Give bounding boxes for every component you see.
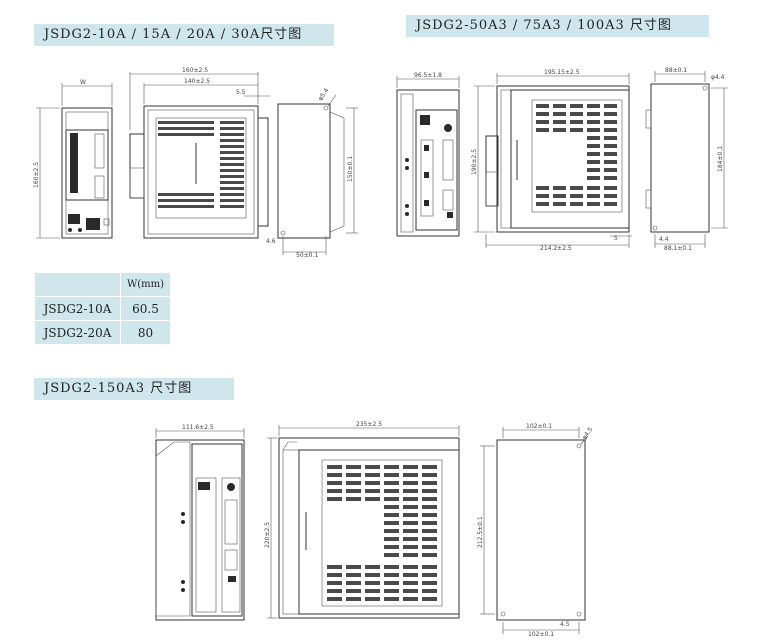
width-table-w: 80 [119, 320, 172, 345]
dim-c-w: 111.6±2.5 [182, 424, 214, 431]
side-view-a: 160±2.5 140±2.5 5.5 [129, 67, 270, 239]
dim-b-w: 96.5±1.8 [414, 72, 442, 79]
dim-a-mount-w: 50±0.1 [296, 252, 318, 259]
front-view-a: W 160±2.5 [33, 79, 113, 239]
dim-c-mount-top: 102±0.1 [526, 423, 552, 430]
drawing-series-c: 111.6±2.5 [155, 421, 594, 638]
table-row: JSDG2-20A 80 [34, 320, 172, 345]
dim-a-small: 5.5 [236, 89, 246, 96]
side-view-c: 235±2.5 220±2.5 [264, 421, 460, 619]
dim-b-hole: φ4.4 [711, 74, 725, 81]
banner-series-b: JSDG2-50A3 / 75A3 / 100A3 尺寸图 [406, 15, 709, 37]
dim-a-hole: φ5.4 [317, 87, 331, 102]
front-view-c: 111.6±2.5 [155, 424, 245, 621]
dim-c-mount-bottom: 102±0.1 [528, 631, 554, 638]
dim-a-w: W [80, 79, 86, 86]
dim-c-small: 4.5 [560, 621, 570, 628]
dim-c-depth: 235±2.5 [356, 421, 382, 428]
width-table-model: JSDG2-20A [34, 320, 121, 345]
dim-b-depth-top: 195.15±2.5 [544, 69, 580, 76]
mount-view-a: φ5.4 150±0.1 50±0.1 4.6 [266, 87, 358, 259]
dim-a-mount-h: 150±0.1 [347, 156, 354, 182]
mount-view-b: 88±0.1 φ4.4 184±0.1 88.1±0.1 4.4 [645, 67, 728, 252]
dim-b-small-b: 4.4 [659, 236, 669, 243]
dim-b-depth-bottom: 214.2±2.5 [540, 245, 572, 252]
drawing-series-b: 96.5±1.8 [396, 67, 728, 252]
width-table-header-w: W(mm) [119, 272, 172, 297]
front-view-b: 96.5±1.8 [396, 72, 460, 237]
dim-c-height: 220±2.5 [264, 522, 271, 548]
dim-a-depth-total: 160±2.5 [182, 67, 208, 74]
dim-b-small: 5 [614, 235, 618, 242]
banner-series-a: JSDG2-10A / 15A / 20A / 30A尺寸图 [34, 24, 334, 46]
dim-b-mount-h: 184±0.1 [717, 146, 724, 172]
dim-c-hole: φ4.5 [581, 426, 595, 441]
mount-view-c: 102±0.1 φ4.5 212.5±0.1 102±0.1 4.5 [477, 423, 594, 638]
dim-a-bottom: 4.6 [266, 238, 276, 245]
width-table: W(mm) JSDG2-10A 60.5 JSDG2-20A 80 [34, 272, 172, 345]
side-view-b: 195.15±2.5 190±2.5 214.2±2.5 5 [471, 69, 632, 252]
dim-b-height: 190±2.5 [471, 149, 478, 175]
dim-b-mount-top: 88±0.1 [665, 67, 687, 74]
dim-a-height: 160±2.5 [33, 162, 40, 188]
drawing-series-a: W 160±2.5 [33, 67, 358, 259]
dim-b-mount-w: 88.1±0.1 [664, 245, 692, 252]
banner-series-c: JSDG2-150A3 尺寸图 [34, 378, 234, 400]
dim-c-mount-h: 212.5±0.1 [477, 516, 484, 548]
dim-a-depth-body: 140±2.5 [184, 78, 210, 85]
